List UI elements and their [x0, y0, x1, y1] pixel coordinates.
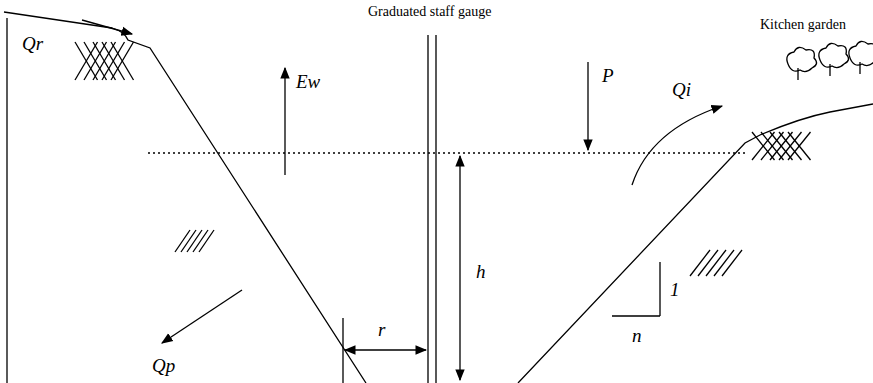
- radius-dimension: [345, 349, 426, 350]
- hatch-stroke: [752, 132, 775, 160]
- left-slope: [4, 12, 366, 383]
- hatch-stroke: [779, 132, 802, 160]
- hatch-stroke: [199, 230, 214, 252]
- label: 1: [670, 280, 680, 299]
- hatch-stroke: [690, 250, 710, 276]
- hatch-stroke: [84, 42, 107, 80]
- label: Graduated staff gauge: [368, 5, 491, 19]
- tree-trunk: [797, 68, 798, 80]
- hatch-stroke: [770, 132, 793, 160]
- hatch-stroke: [770, 132, 793, 160]
- hatch-stroke: [111, 42, 134, 80]
- garden-trees: [787, 41, 873, 80]
- hatch-stroke: [75, 42, 98, 80]
- runoff-arrow: [82, 20, 132, 34]
- label: r: [378, 320, 385, 339]
- hatch-stroke: [788, 132, 811, 160]
- hatch-stroke: [102, 42, 125, 80]
- hatch-stroke: [722, 250, 742, 276]
- tree-trunk: [859, 62, 860, 74]
- hatch-stroke: [84, 42, 107, 80]
- right-slope: [518, 104, 873, 383]
- tree-crown: [849, 41, 873, 65]
- label: Ew: [296, 72, 320, 91]
- hatch-stroke: [93, 42, 116, 80]
- hatch-stroke: [93, 42, 116, 80]
- tree-crown: [819, 43, 849, 67]
- seepage-arrow: [162, 290, 242, 343]
- dimension-tick: [342, 318, 343, 383]
- hatch-stroke: [779, 132, 802, 160]
- depth-dimension: [459, 156, 460, 380]
- hatch-stroke: [761, 132, 784, 160]
- hatch-stroke: [714, 250, 734, 276]
- tree-crown: [787, 47, 817, 71]
- precipitation-arrow: [587, 62, 588, 150]
- hatch-stroke: [788, 132, 811, 160]
- tree-trunk: [829, 64, 830, 76]
- ground-edge: [6, 18, 7, 383]
- label: Qi: [672, 80, 691, 99]
- staff-gauge: [428, 35, 436, 383]
- label: Qp: [152, 356, 175, 375]
- soil-hatching: [75, 42, 811, 276]
- slope-triangle: [612, 262, 660, 316]
- hatch-stroke: [102, 42, 125, 80]
- label: Qr: [22, 34, 43, 53]
- water-level: [148, 152, 748, 153]
- hatch-stroke: [761, 132, 784, 160]
- label: Kitchen garden: [760, 18, 846, 32]
- label: P: [602, 66, 614, 85]
- hatch-stroke: [698, 250, 718, 276]
- evaporation-arrow: [284, 68, 285, 175]
- hatch-stroke: [111, 42, 134, 80]
- hatch-stroke: [752, 132, 775, 160]
- irrigation-arrow: [632, 106, 722, 185]
- hatch-stroke: [75, 42, 98, 80]
- hatch-stroke: [706, 250, 726, 276]
- label: n: [632, 326, 642, 345]
- label: h: [476, 262, 486, 281]
